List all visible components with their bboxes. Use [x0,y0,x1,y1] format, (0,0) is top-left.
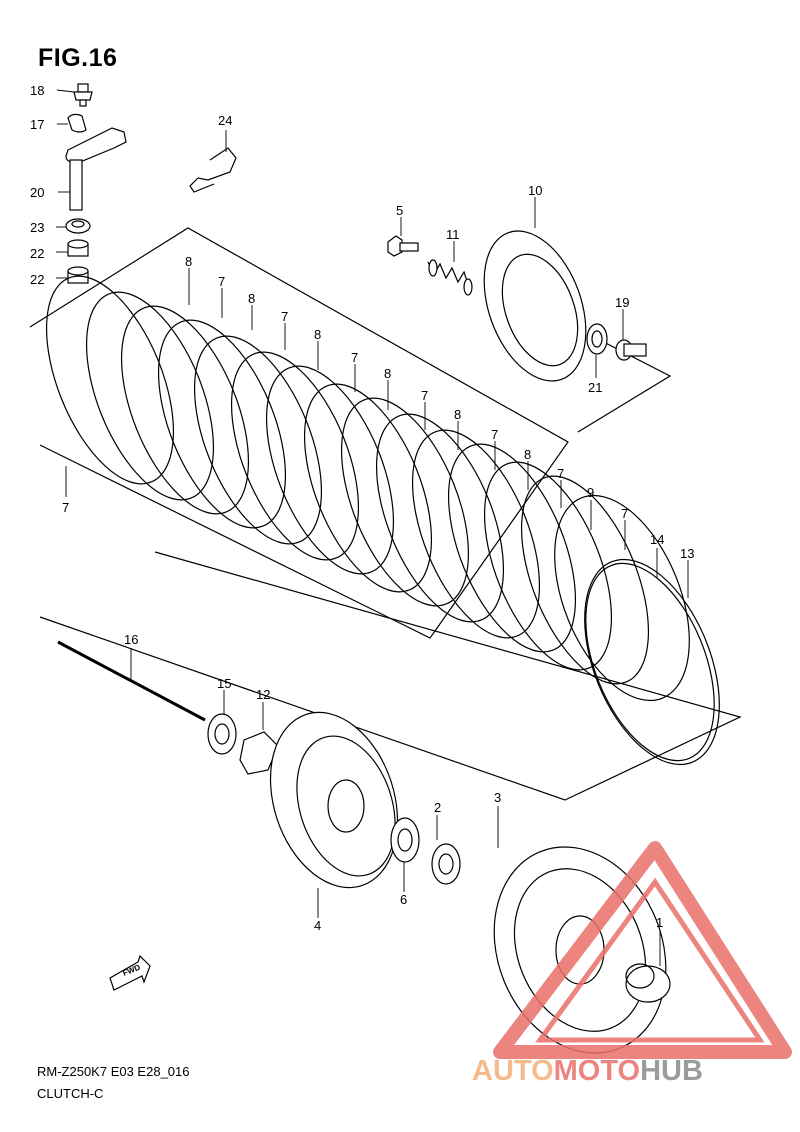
bracket-24 [189,147,237,193]
lock-washer-12 [239,731,279,775]
callout-16: 16 [124,632,138,647]
plate-4 [157,319,287,529]
callout-18: 18 [30,83,44,98]
push-rod-16 [57,640,206,722]
bolt-5 [387,235,419,257]
callout-8-c: 8 [314,327,321,342]
ring-13 [584,558,720,766]
washer-6 [390,817,420,863]
lever-20 [65,127,127,163]
spacer-1 [625,963,671,1003]
bearing-21 [586,323,608,355]
plate-1 [45,275,175,485]
bolt-18 [73,83,93,107]
callout-14: 14 [650,532,664,547]
push-piece-19 [615,339,647,361]
callout-8-f: 8 [524,447,531,462]
callout-3: 3 [494,790,501,805]
washer-17 [67,113,87,133]
pressure-plate-10 [483,230,587,382]
callout-11: 11 [446,227,460,242]
plate-3 [120,305,250,515]
watermark-logo: AUTOMOTOHUB [472,841,792,1087]
plate-13 [483,461,613,671]
callout-5: 5 [396,203,403,218]
callout-7-f: 7 [557,466,564,481]
watermark-part-3: HUB [640,1055,703,1087]
pressure-plate-group [387,230,647,382]
release-arm-assembly [65,83,127,284]
plate-10 [375,413,505,623]
sleeve-hub-4 [269,711,399,889]
plate-5 [193,335,323,545]
callout-labels: 18 17 20 23 22 22 24 5 10 11 19 21 8 7 8… [30,83,694,933]
spring-11 [427,259,473,296]
callout-2: 2 [434,800,441,815]
callout-22-upper: 22 [30,246,44,261]
clutch-plates [45,275,720,766]
bearing-22-upper [67,239,89,257]
leader-lines [56,89,689,966]
watermark-part-2: MOTO [554,1055,640,1087]
plate-12 [447,443,577,653]
callout-4: 4 [314,918,321,933]
shaft-20 [69,159,83,211]
plate-8 [303,383,433,593]
callout-17: 17 [30,117,44,132]
callout-8-e: 8 [454,407,461,422]
lower-group-outline [39,551,742,801]
callout-7-c: 7 [351,350,358,365]
plate-14 [520,475,650,685]
bearing-22-lower [67,266,89,284]
lower-clutch-group [57,640,671,1054]
washer-15 [207,713,237,755]
bearing-2 [431,843,461,885]
callout-15: 15 [217,676,231,691]
callout-20: 20 [30,185,44,200]
model-code: RM-Z250K7 E03 E28_016 [37,1064,190,1079]
callout-22-lower: 22 [30,272,44,287]
watermark-part-1: AUTO [472,1055,554,1087]
callout-10: 10 [528,183,542,198]
callout-8-d: 8 [384,366,391,381]
callout-21: 21 [588,380,602,395]
svg-text:AUTOMOTOHUB: AUTOMOTOHUB [472,1055,703,1087]
callout-7-b: 7 [281,309,288,324]
plate-2 [85,291,215,501]
callout-8-b: 8 [248,291,255,306]
ring-14 [554,494,690,702]
callout-1: 1 [656,915,663,930]
fwd-arrow-icon: FWD [109,954,151,991]
callout-9: 9 [587,485,594,500]
plate-9 [340,397,470,607]
callout-7-low: 7 [62,500,69,515]
callout-7-e: 7 [491,427,498,442]
plate-stack-outline [29,227,569,639]
callout-19: 19 [615,295,629,310]
callout-7-d: 7 [421,388,428,403]
plate-6 [230,351,360,561]
callout-23: 23 [30,220,44,235]
callout-6: 6 [400,892,407,907]
callout-7-a: 7 [218,274,225,289]
section-name: CLUTCH-C [37,1086,104,1101]
plate-11 [411,429,541,639]
callout-24: 24 [218,113,232,128]
callout-12: 12 [256,687,270,702]
callout-13: 13 [680,546,694,561]
callout-7-g: 7 [621,506,628,521]
callout-8-a: 8 [185,254,192,269]
figure-title: FIG.16 [38,44,118,72]
